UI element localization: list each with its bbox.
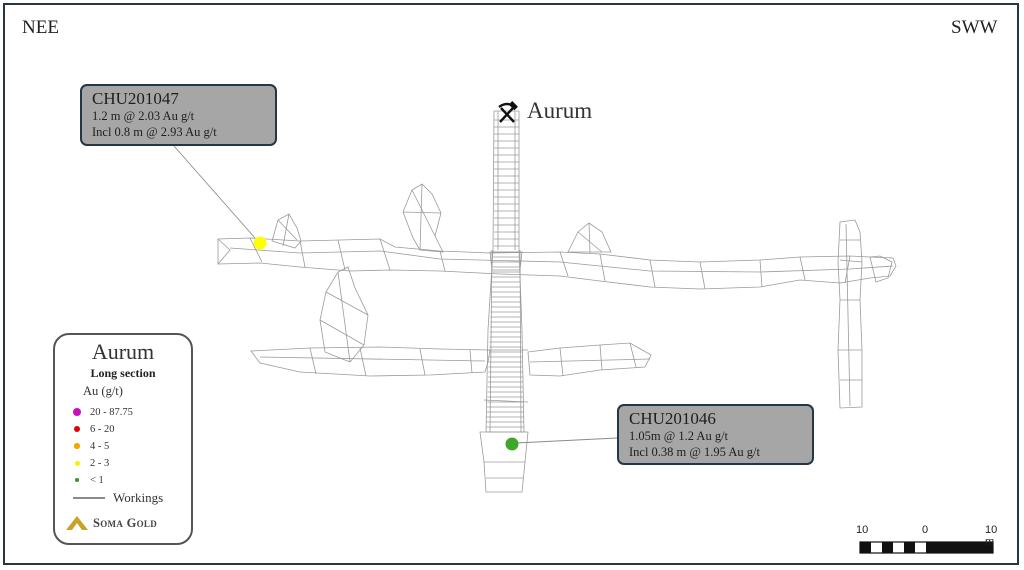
legend-item-label: 2 - 3	[90, 457, 110, 469]
mountain-logo-icon	[66, 516, 88, 530]
legend-workings: Workings	[73, 490, 163, 506]
scale-label-right: 10 m	[985, 524, 998, 548]
stope-upper-right	[567, 222, 612, 254]
legend-item-label: 4 - 5	[90, 440, 110, 452]
callout-hole-id: CHU201047	[92, 89, 179, 108]
callout-chu201047: CHU201047 1.2 m @ 2.03 Au g/t Incl 0.8 m…	[80, 84, 277, 146]
legend-item: < 1	[73, 473, 104, 487]
upper-drift	[217, 237, 897, 290]
pick-and-hammer-icon	[498, 101, 518, 123]
legend-item: 4 - 5	[73, 439, 109, 453]
callout-chu201046: CHU201046 1.05m @ 1.2 Au g/t Incl 0.38 m…	[617, 404, 814, 465]
stope-upper-mid	[402, 183, 444, 253]
shaft-stations	[483, 251, 529, 403]
legend-unit: Au (g/t)	[83, 384, 123, 398]
legend-swatch-dot	[75, 478, 79, 482]
orientation-left-label: NEE	[22, 17, 59, 38]
shaft-walls	[489, 111, 522, 433]
callout-interval: 1.2 m @ 2.03 Au g/t	[92, 109, 195, 123]
scale-label-zero: 0	[922, 524, 929, 536]
legend-swatch-dot	[74, 460, 80, 466]
callout-interval: 1.05m @ 1.2 Au g/t	[629, 429, 729, 443]
drillhole-marker-chu201046	[505, 437, 519, 451]
callout-including: Incl 0.8 m @ 2.93 Au g/t	[92, 125, 217, 139]
lower-right-drift	[527, 342, 652, 377]
legend-box: Aurum Long section Au (g/t) 20 - 87.75 6 …	[53, 333, 193, 545]
legend-item-label: 20 - 87.75	[90, 406, 133, 418]
scale-segment	[882, 542, 893, 553]
scale-segment	[904, 542, 915, 553]
main-shaft	[483, 110, 529, 433]
legend-swatch-dot	[73, 408, 81, 416]
lower-left-drift	[250, 346, 491, 377]
legend-title: Aurum	[91, 339, 155, 364]
orientation-right-label: SWW	[951, 17, 998, 38]
stope-upper-left	[271, 213, 302, 249]
scale-label-left: 10	[856, 524, 869, 536]
legend-swatch-dot	[74, 443, 80, 449]
callout-hole-id: CHU201046	[629, 409, 716, 428]
scale-bar-graphic	[859, 541, 994, 554]
legend-item: 20 - 87.75	[73, 405, 133, 419]
callout-leader-chu201047	[173, 145, 256, 239]
mine-name-label: Aurum	[527, 98, 593, 123]
callout-leader-chu201046	[515, 437, 618, 444]
callout-including: Incl 0.38 m @ 1.95 Au g/t	[629, 445, 760, 459]
scale-segment	[860, 542, 871, 553]
shaft-bottom	[479, 431, 529, 493]
stope-lower-left	[319, 266, 369, 363]
legend-workings-label: Workings	[113, 490, 164, 505]
mine-workings	[217, 110, 897, 493]
drillhole-marker-chu201047	[253, 236, 267, 250]
legend-item: 6 - 20	[73, 422, 115, 436]
right-raise	[837, 219, 863, 409]
logo-text: Soma Gold	[93, 515, 157, 530]
legend-subtitle: Long section	[90, 366, 156, 380]
workings-line-swatch	[73, 497, 105, 499]
legend-item-label: 6 - 20	[90, 423, 115, 435]
legend-swatch-dot	[74, 426, 80, 432]
legend-item-label: < 1	[90, 474, 104, 486]
soma-gold-logo: Soma Gold	[65, 515, 157, 531]
legend-item: 2 - 3	[73, 456, 109, 470]
